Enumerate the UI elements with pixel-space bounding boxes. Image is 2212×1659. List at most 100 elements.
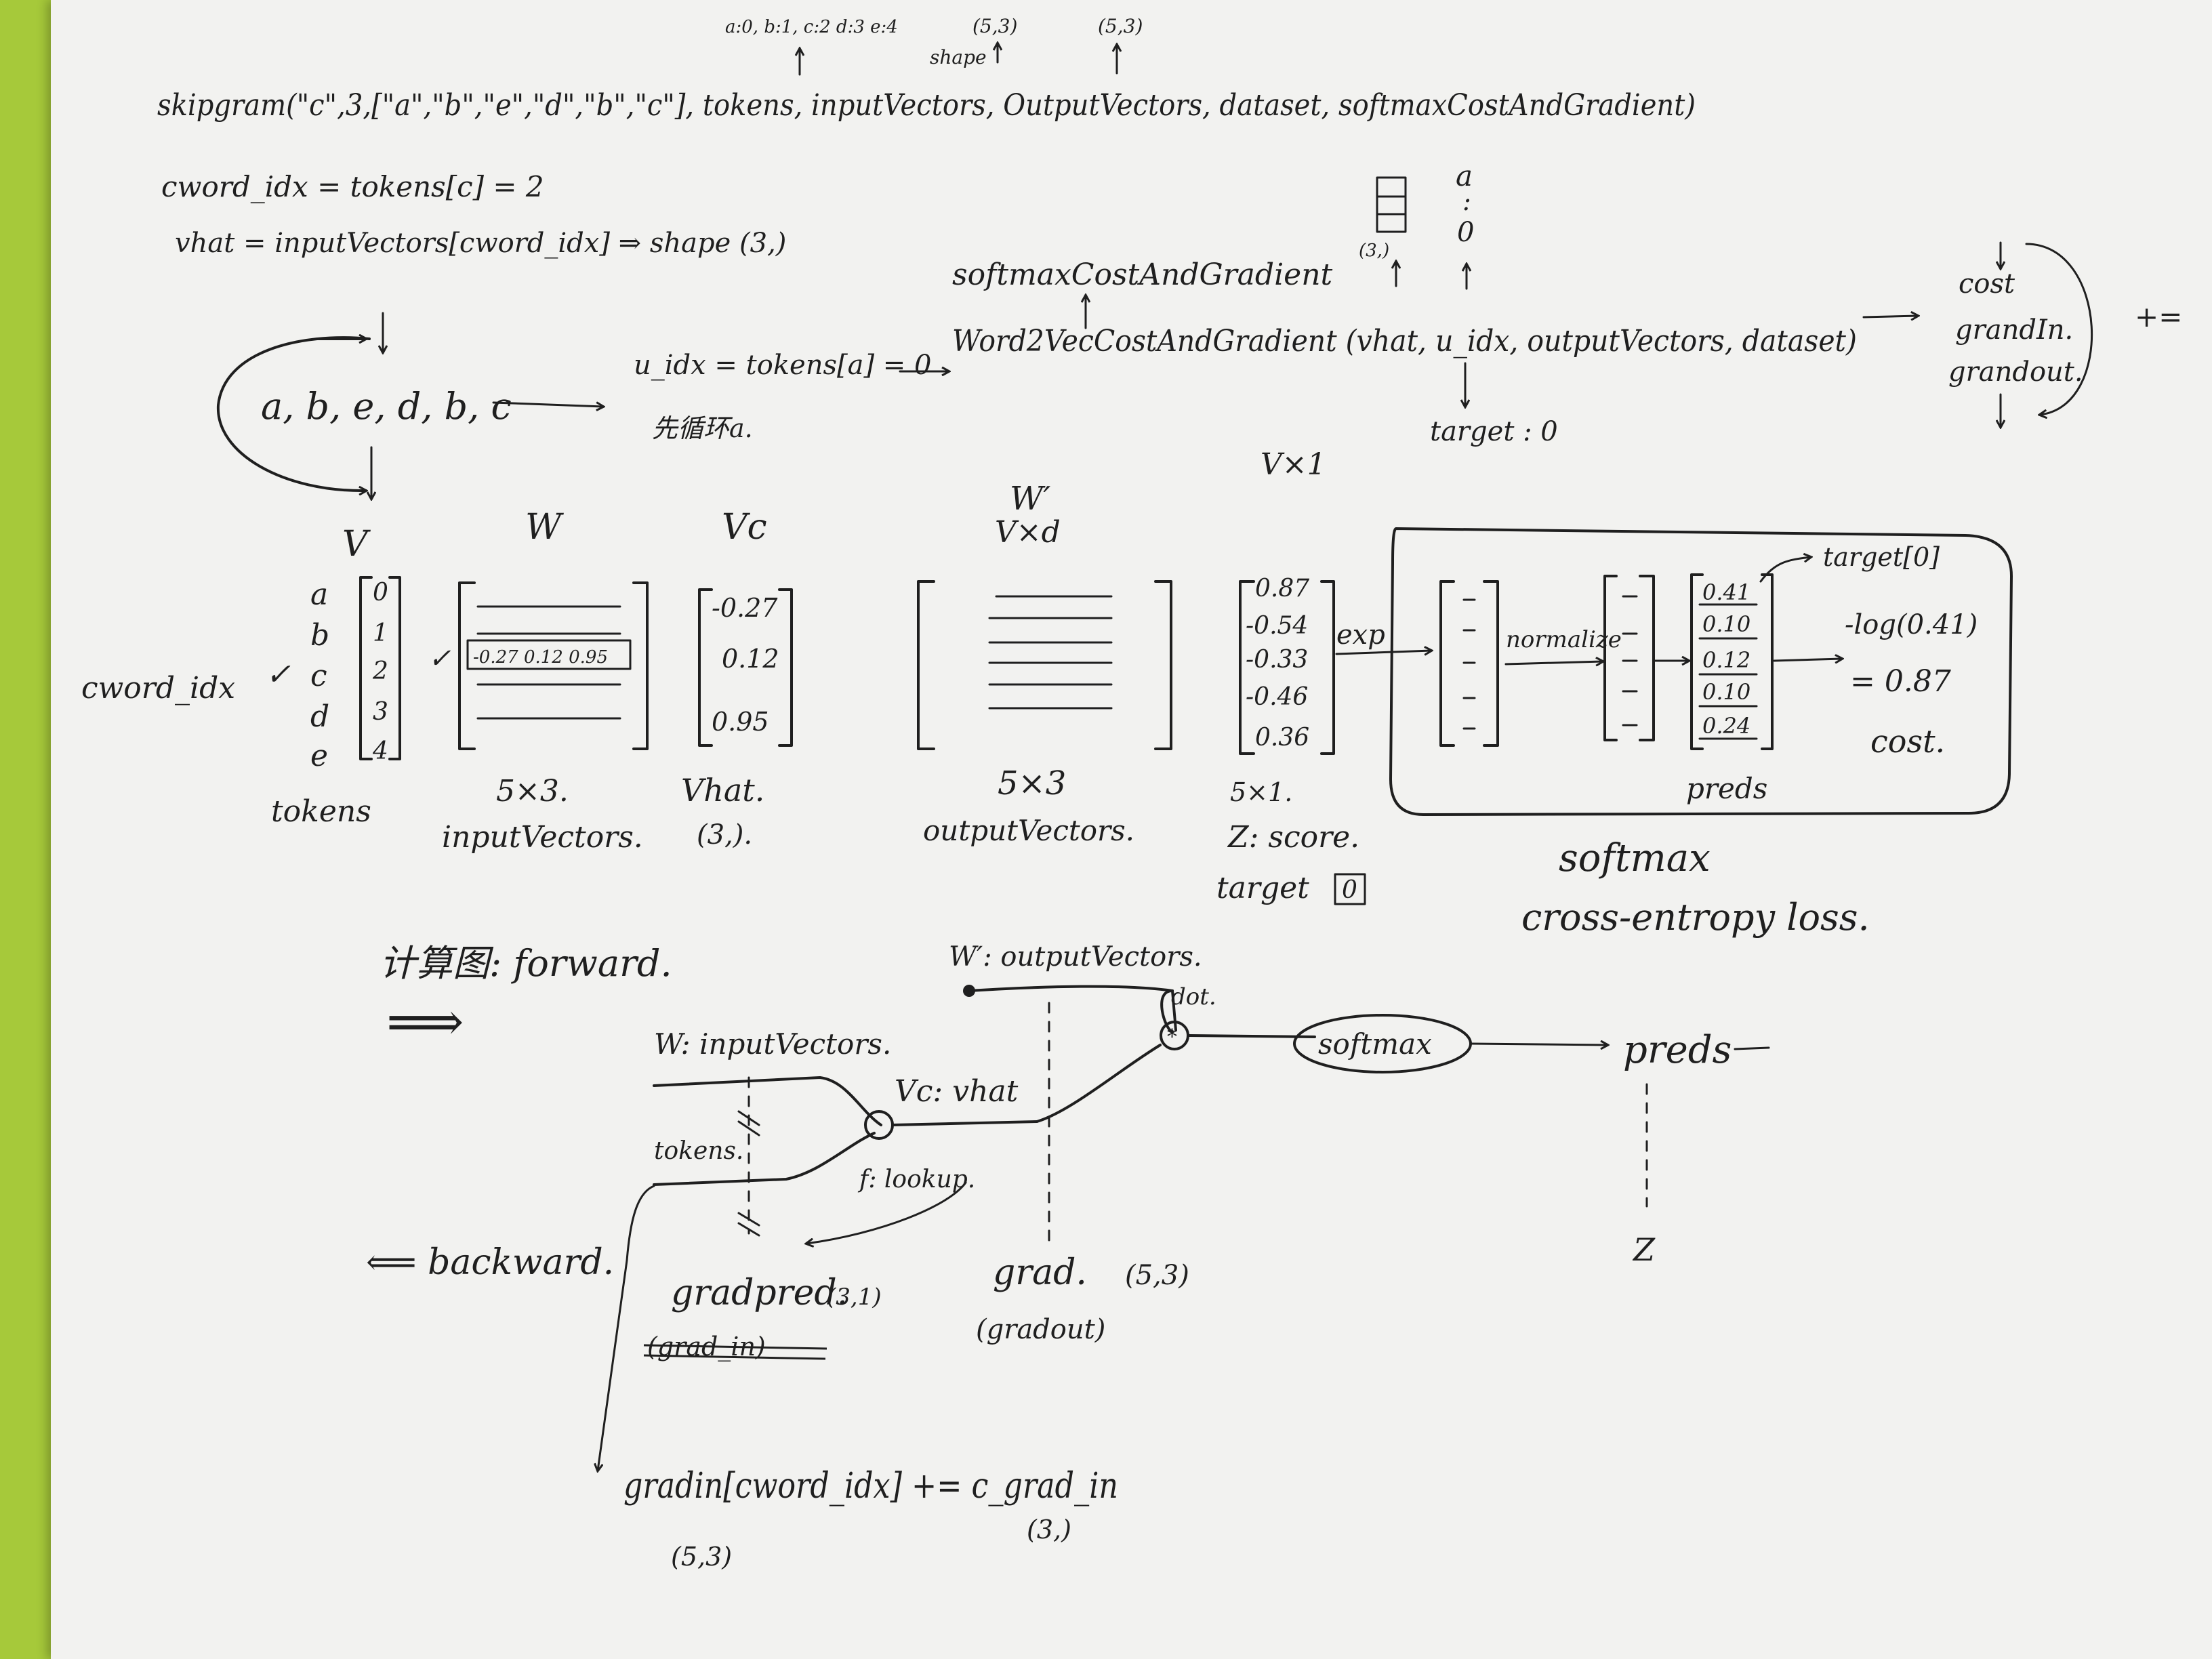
target-label: target — [1216, 871, 1309, 905]
target-box — [1334, 873, 1366, 905]
z-value: 0.36 — [1255, 724, 1309, 752]
wprime-dim: V×d — [995, 515, 1061, 550]
target-box-value: 0 — [1342, 876, 1357, 904]
z-caption: Z: score. — [1227, 820, 1359, 855]
output-shape-note: (5,3) — [1098, 15, 1143, 37]
gradpred-back-arrow — [806, 1181, 967, 1244]
softmax-cost-label: softmaxCostAndGradient — [952, 258, 1333, 292]
z-value: -0.33 — [1246, 646, 1308, 674]
cost-label: cost — [1959, 268, 2015, 300]
preds-value: 0.24 — [1702, 713, 1750, 739]
token-index: 1 — [373, 619, 388, 647]
gradin-shape-left: (5,3) — [671, 1542, 732, 1572]
vx1-label: V×1 — [1261, 447, 1326, 482]
tokens-right-bracket — [388, 576, 401, 760]
w-left-bracket — [458, 581, 476, 750]
z-value: -0.46 — [1246, 683, 1308, 711]
vhat-left-bracket — [698, 588, 713, 747]
wprime-caption: outputVectors. — [923, 814, 1134, 847]
column-vector-sketch — [1376, 176, 1407, 233]
z-dim: 5×1. — [1230, 777, 1292, 807]
wprime-left-bracket — [917, 580, 935, 750]
z-value: -0.54 — [1246, 612, 1308, 640]
z-right-bracket — [1320, 580, 1335, 755]
token-letter: e — [310, 739, 328, 773]
vector-a: a — [1456, 159, 1473, 192]
preds-value: 0.41 — [1702, 579, 1750, 605]
w-label: W — [525, 507, 564, 548]
token-index-note: a:0, b:1, c:2 d:3 e:4 — [725, 17, 898, 37]
w-row-lines — [476, 605, 621, 720]
w-row-values: -0.27 0.12 0.95 — [473, 647, 608, 668]
token-index: 4 — [372, 737, 388, 765]
target-index-arrow — [1759, 557, 1811, 583]
normalize-arrow — [1504, 661, 1603, 664]
gradpred-shape: (3,1) — [827, 1284, 882, 1311]
token-index: 2 — [372, 657, 388, 685]
vhat-value: 0.12 — [722, 644, 779, 674]
vector-colon: : — [1462, 186, 1471, 216]
w-check: ✓ — [428, 643, 451, 674]
skipgram-call: skipgram("c",3,["a","b","e","d","b","c"]… — [157, 88, 1696, 123]
wout-edge — [968, 985, 1174, 992]
v-label: V — [342, 524, 371, 565]
win-node-label: W: inputVectors. — [654, 1027, 891, 1061]
vhat-right-bracket — [778, 588, 793, 747]
w-selected-row — [466, 639, 632, 670]
word2vec-call: Word2VecCostAndGradient (vhat, u_idx, ou… — [952, 324, 1857, 359]
svg-text:*: * — [1167, 1025, 1177, 1049]
norm-right-bracket — [1639, 575, 1655, 741]
vector-zero: 0 — [1457, 217, 1474, 248]
z-value: 0.87 — [1255, 575, 1309, 602]
gradin-down-arrow — [598, 1185, 655, 1471]
token-index: 0 — [373, 579, 388, 607]
preds-left-bracket — [1690, 573, 1704, 750]
grad-in-strike — [643, 1344, 827, 1360]
tokens-node-label: tokens. — [654, 1137, 743, 1165]
z-left-bracket — [1239, 580, 1255, 755]
gradin-label: grandIn. — [1955, 314, 2073, 346]
wprime-row-lines — [988, 595, 1113, 710]
softmax-caption: softmax — [1559, 836, 1711, 880]
shape-note: shape — [930, 46, 987, 68]
exp-right-bracket — [1483, 580, 1499, 747]
softmax-box — [1389, 527, 2013, 816]
wout-node-label: W′: outputVectors. — [949, 941, 1202, 972]
target-index-label: target[0] — [1823, 542, 1940, 572]
vc-vhat-label: Vc: vhat — [895, 1074, 1019, 1109]
preds-value: 0.10 — [1702, 679, 1750, 705]
preds-right-bracket — [1761, 573, 1774, 750]
loop-arrow — [216, 336, 371, 491]
gradout-label: grandout. — [1948, 356, 2083, 388]
graph-title: 计算图: forward. — [380, 942, 672, 985]
input-shape-note: (5,3) — [972, 15, 1017, 37]
vhat-caption: Vhat. — [681, 772, 764, 808]
norm-left-bracket — [1603, 575, 1618, 741]
cword-idx-line: cword_idx = tokens[c] = 2 — [161, 170, 544, 203]
token-letter: c — [310, 659, 327, 693]
neg-log-label: -log(0.41) — [1845, 609, 1978, 640]
vhat-value: 0.95 — [712, 707, 769, 737]
wprime-right-bracket — [1154, 580, 1172, 750]
exp-left-bracket — [1439, 580, 1455, 747]
vhat-edge — [891, 1120, 1038, 1126]
token-letter: a — [310, 577, 328, 612]
grad-shape: (5,3) — [1125, 1260, 1189, 1291]
target-line: target : 0 — [1430, 416, 1558, 447]
exp-label: exp — [1336, 619, 1385, 651]
token-letter: b — [310, 618, 329, 653]
tokens-caption: tokens — [271, 794, 371, 829]
cword-idx-label: cword_idx — [81, 671, 235, 705]
win-edge — [653, 1076, 882, 1126]
loop-note: 先循环a. — [652, 413, 753, 443]
preds-value: 0.10 — [1702, 611, 1750, 637]
w-dim: 5×3. — [496, 774, 569, 808]
graph-preds-label: preds — [1623, 1028, 1732, 1072]
cross-entropy-caption: cross-entropy loss. — [1521, 896, 1870, 939]
forward-arrow: ⟹ — [386, 990, 464, 1053]
wprime-label: W′ — [1010, 480, 1050, 518]
backward-label: ⟸ backward. — [366, 1242, 614, 1283]
vc-label: Vc — [722, 507, 767, 548]
preds-caption: preds — [1686, 772, 1767, 805]
preds-value: 0.12 — [1702, 647, 1750, 673]
